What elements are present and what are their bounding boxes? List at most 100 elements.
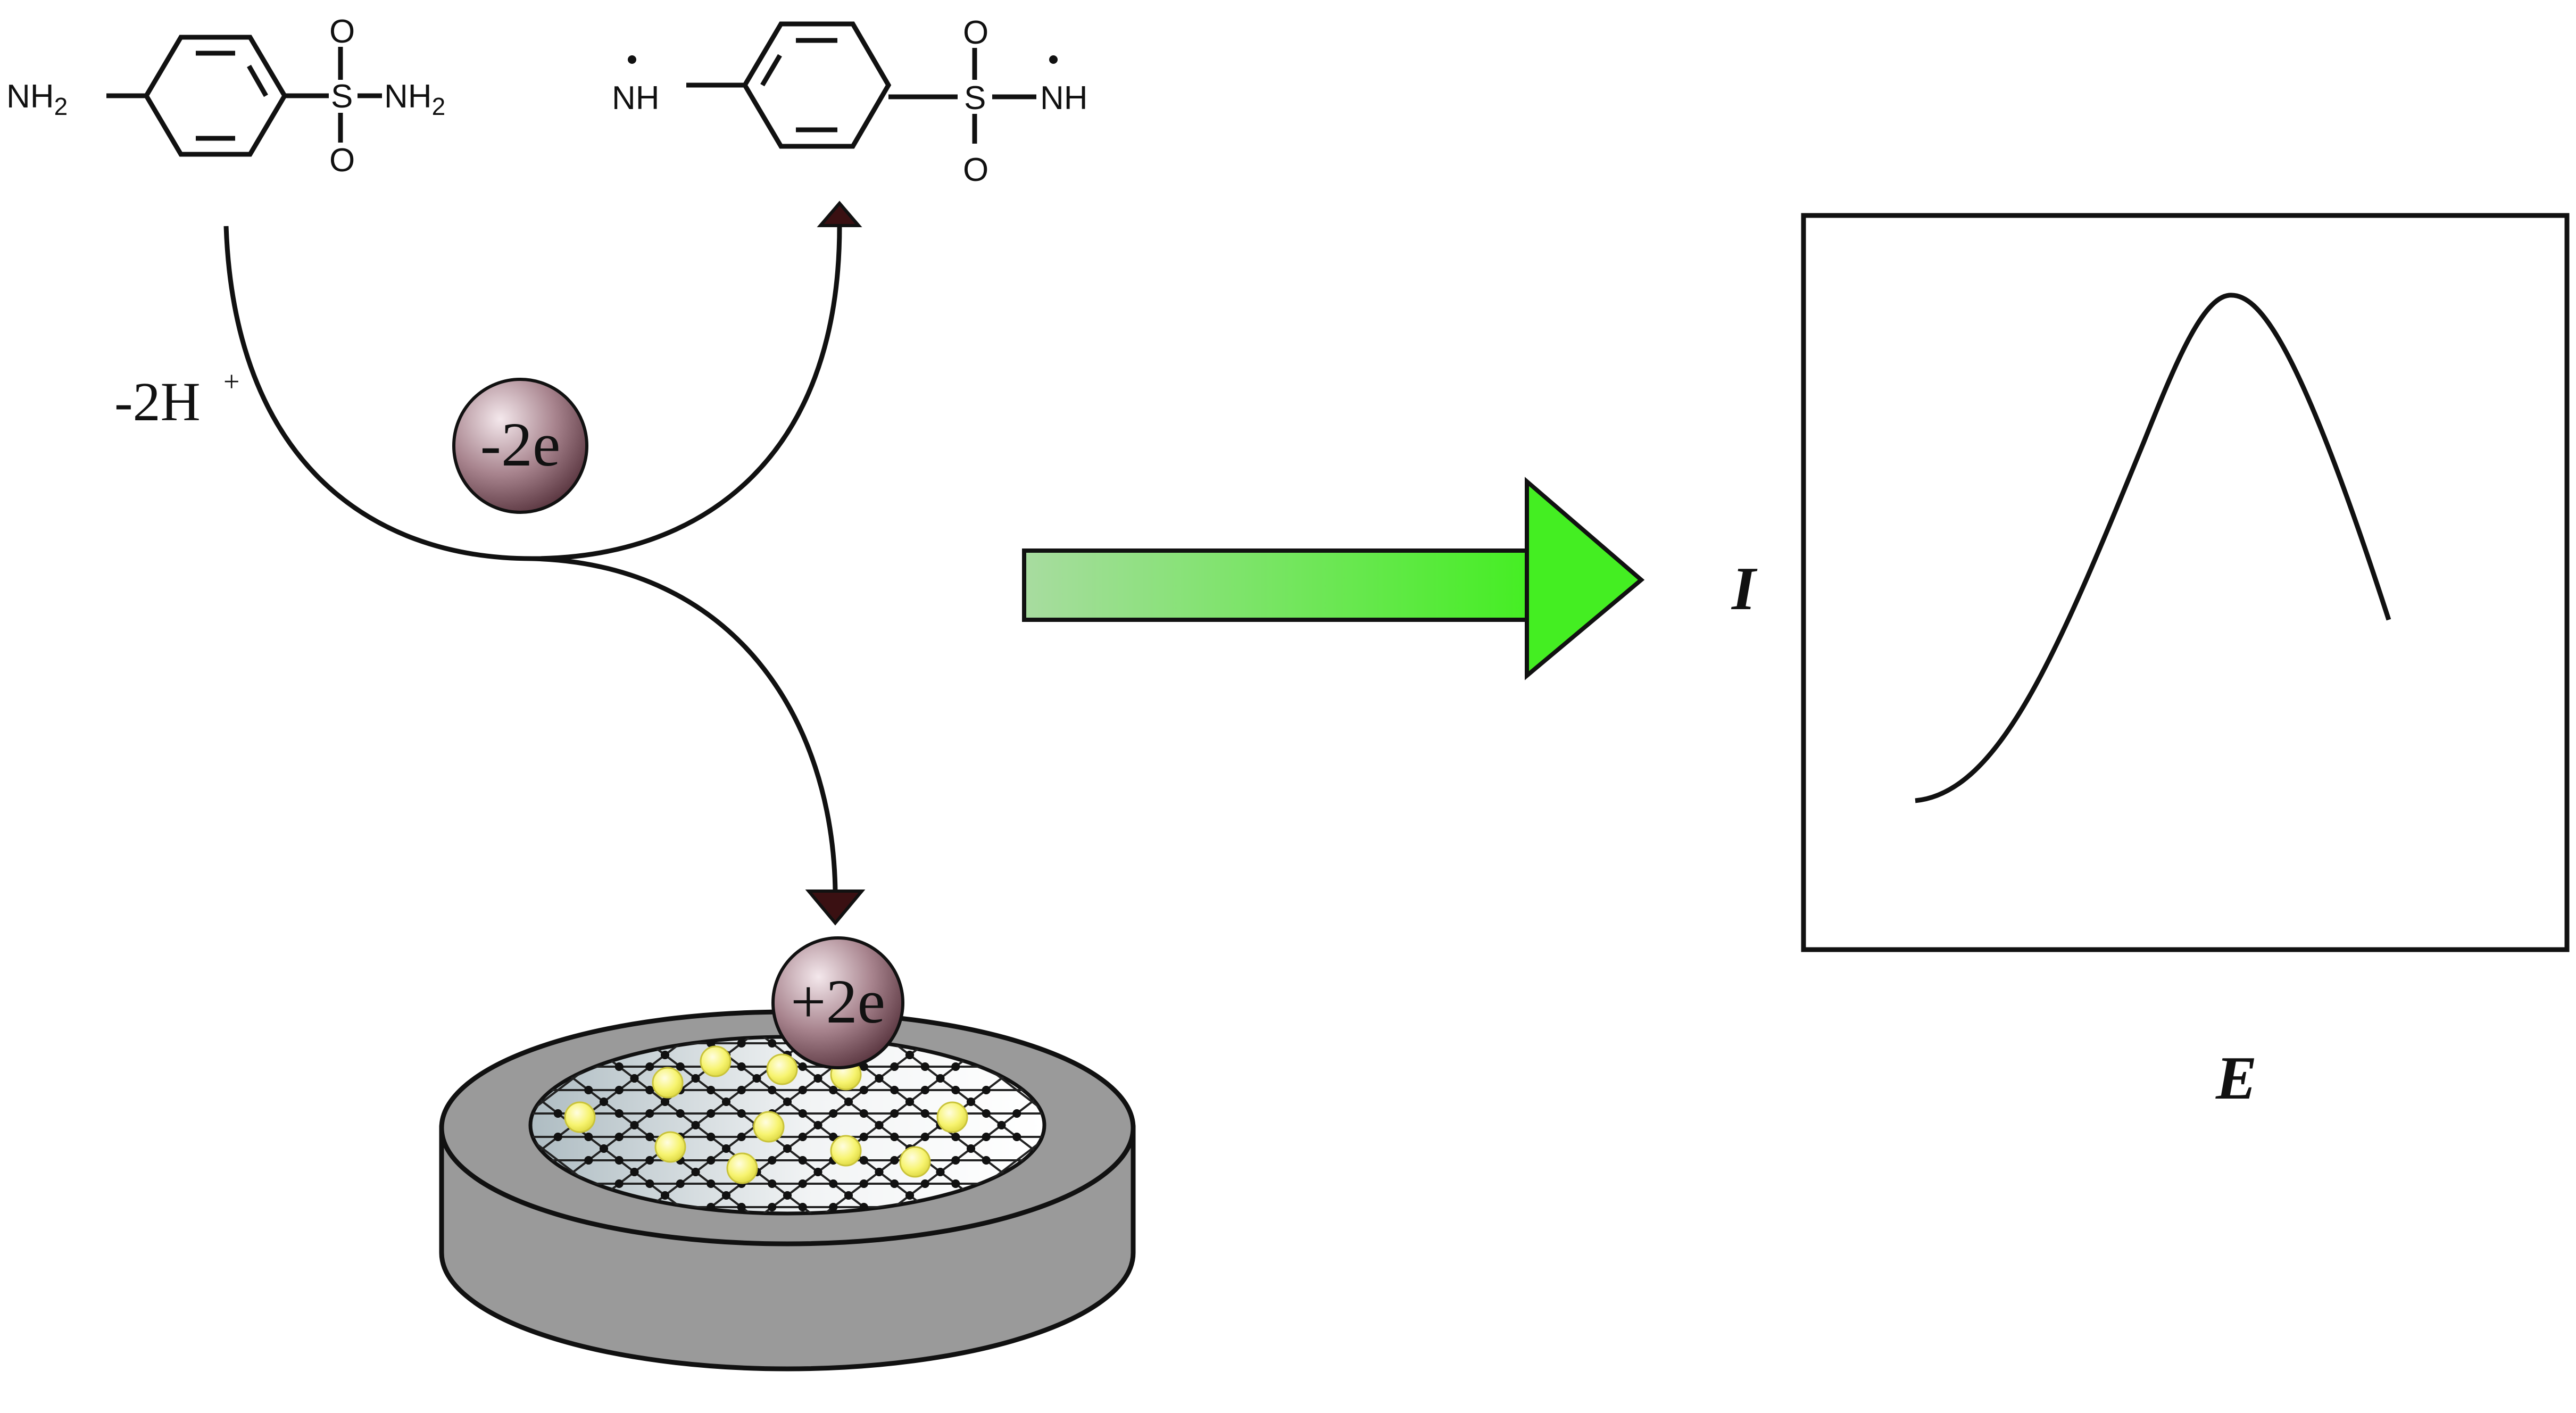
graphene-atom [859, 1156, 868, 1165]
graphene-atom [645, 1179, 654, 1188]
graphene-atom [676, 1179, 685, 1188]
graphene-cell [971, 996, 1032, 1020]
graphene-atom [951, 1086, 960, 1094]
gold-nanoparticle [726, 1152, 758, 1184]
graphene-cell [1154, 996, 1216, 1020]
graphene-atom [707, 1039, 716, 1048]
graphene-atom [920, 1109, 929, 1118]
graphene-atom [707, 1109, 716, 1118]
reactant-amine-label: NH2 [6, 78, 68, 120]
graphene-atom [875, 1074, 884, 1083]
graphene-atom [752, 1074, 761, 1083]
gold-nanoparticle [753, 1111, 785, 1143]
graphene-atom [691, 1168, 700, 1176]
graphene-atom [722, 1098, 730, 1106]
graphene-atom [798, 1086, 807, 1094]
graphene-atom [798, 1062, 807, 1071]
graphene-atom [630, 1074, 639, 1083]
graphene-atom [1012, 1109, 1021, 1118]
graphene-atom [844, 1191, 853, 1200]
electrode-arrow-head [805, 890, 866, 926]
graphene-atom [553, 1133, 562, 1141]
graphene-atom [890, 1109, 899, 1118]
product-arrow-head [817, 201, 862, 227]
graphene-cell [1154, 1090, 1216, 1113]
modified-electrode [390, 996, 1216, 1372]
graphene-atom [829, 1133, 838, 1141]
graphene-atom [920, 1062, 929, 1071]
electron-loss-sphere [452, 378, 588, 514]
reactant-oxygen-top: O [329, 13, 355, 50]
graphene-atom [875, 1168, 884, 1176]
graphene-cell [1154, 1137, 1216, 1160]
graphene-cell [390, 1067, 451, 1090]
graphene-atom [661, 1191, 669, 1200]
graphene-cell [481, 996, 543, 1020]
plot-x-label: E [2215, 1044, 2257, 1112]
graphene-atom [798, 1179, 807, 1188]
graphene-atom [630, 1121, 639, 1129]
graphene-atom [1012, 1133, 1021, 1141]
graphene-atom [859, 1109, 868, 1118]
graphene-cell [1063, 1020, 1124, 1043]
graphene-atom [951, 1179, 960, 1188]
graphene-atom [859, 1086, 868, 1094]
graphene-atom [722, 1144, 730, 1153]
electron-gain-sphere [771, 936, 904, 1069]
signal-arrow-head [1525, 477, 1645, 680]
graphene-atom [982, 1156, 991, 1165]
graphene-atom [829, 1109, 838, 1118]
proton-charge-label: + [223, 365, 239, 397]
graphene-atom [661, 1098, 669, 1106]
graphene-atom [645, 1133, 654, 1141]
graphene-atom [645, 1086, 654, 1094]
graphene-atom [737, 1133, 746, 1141]
product-sulfonamide-label: NH [1040, 80, 1088, 117]
graphene-atom [614, 1133, 624, 1141]
product-amine-label: NH [612, 80, 660, 117]
graphene-atom [951, 1133, 960, 1141]
product-molecule [686, 21, 1036, 149]
graphene-atom [890, 1086, 899, 1094]
electron-loss-label: -2e [480, 410, 561, 479]
graphene-cell [1124, 1067, 1185, 1090]
graphene-atom [737, 1109, 746, 1118]
graphene-atom [813, 1168, 822, 1176]
graphene-atom [982, 1109, 991, 1118]
graphene-cell [1124, 1020, 1185, 1043]
graphene-atom [584, 1156, 593, 1165]
graphene-atom [890, 1179, 899, 1188]
graphene-atom [798, 1133, 807, 1141]
graphene-cell [1032, 996, 1093, 1020]
graphene-atom [630, 1168, 639, 1176]
graphene-atom [920, 1133, 929, 1141]
graphene-atom [798, 1109, 807, 1118]
gold-nanoparticle [766, 1053, 798, 1085]
sulfonamide-radical-dot [1049, 55, 1058, 64]
gold-nanoparticle [652, 1067, 684, 1099]
graphene-atom [859, 1133, 868, 1141]
reactant-molecule [106, 35, 382, 157]
graphene-atom [890, 1133, 899, 1141]
graphene-atom [768, 1039, 777, 1048]
graphene-atom [707, 1156, 716, 1165]
graphene-atom [645, 1109, 654, 1118]
graphene-cell [451, 1020, 512, 1043]
graphene-atom [737, 1039, 746, 1048]
graphene-atom [661, 1051, 669, 1059]
reactant-sulfur-label: S [331, 78, 353, 115]
graphene-atom [813, 1074, 822, 1083]
graphene-atom [829, 1203, 838, 1211]
graphene-atom [691, 1121, 700, 1129]
graphene-atom [936, 1168, 945, 1176]
graphene-cell [910, 996, 971, 1020]
graphene-cell [420, 1043, 481, 1067]
graphene-atom [645, 1062, 654, 1071]
reactant-sulfonamide-label: NH2 [384, 78, 445, 120]
graphene-atom [553, 1109, 562, 1118]
graphene-atom [982, 1133, 991, 1141]
graphene-atom [614, 1086, 624, 1094]
gold-nanoparticle [899, 1146, 931, 1178]
graphene-cell [1093, 996, 1154, 1020]
graphene-cell [604, 996, 665, 1020]
